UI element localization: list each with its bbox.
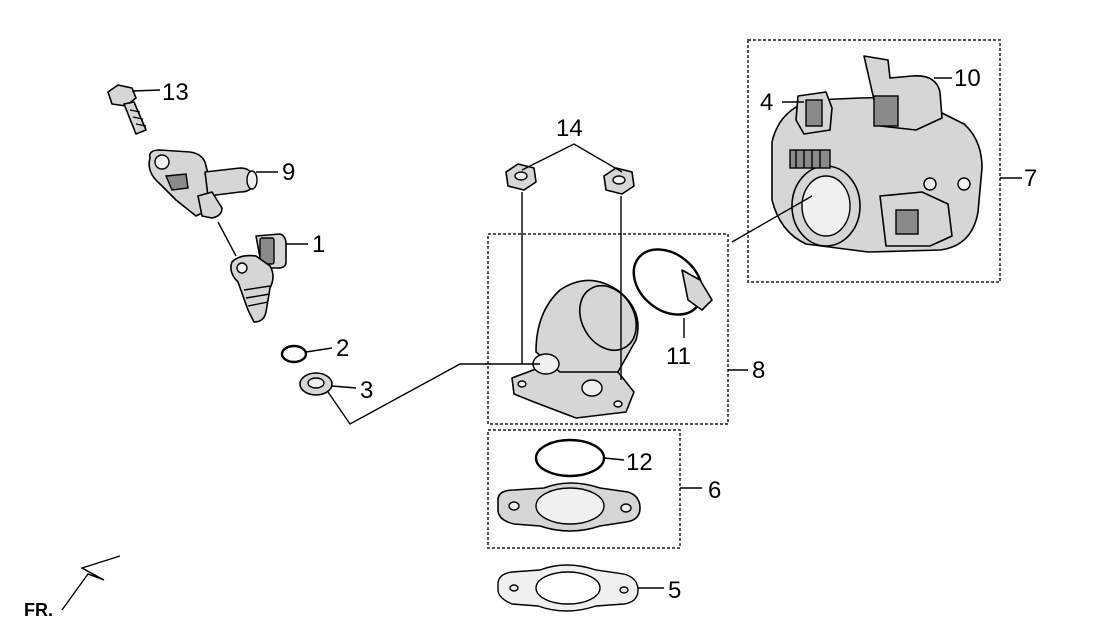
callout-4: 4: [760, 89, 773, 116]
nut-part-14-right: [603, 167, 635, 195]
leader-2: [305, 347, 333, 353]
callout-6: 6: [708, 477, 721, 504]
seal-part-3: [299, 372, 333, 396]
fuel-injector-part-1: [217, 221, 287, 323]
leader-throttle-to-intake: [731, 195, 813, 243]
callout-11: 11: [666, 343, 691, 370]
gasket-part-5: [497, 564, 639, 612]
callout-10: 10: [954, 65, 981, 92]
callout-3: 3: [360, 377, 373, 404]
assembly-box-part-8: [487, 233, 729, 425]
o-ring-part-2: [280, 344, 308, 364]
leader-3-link: [327, 363, 540, 425]
insulator-part-6: [497, 482, 641, 532]
callout-9: 9: [282, 159, 295, 186]
leader-12: [603, 457, 625, 461]
callout-1: 1: [312, 231, 325, 258]
callout-7: 7: [1024, 165, 1037, 192]
assembly-box-part-7: [747, 39, 1001, 283]
leader-lines: [131, 77, 1022, 589]
front-arrow-icon: [61, 555, 121, 611]
throttle-body-part-7: [771, 96, 983, 253]
intake-pipe-part-8: [511, 279, 639, 419]
front-direction-indicator: FR.: [24, 555, 121, 620]
leader-14: [521, 143, 623, 173]
callout-12: 12: [626, 449, 653, 476]
leader-3: [331, 385, 357, 389]
leader-13: [131, 89, 161, 92]
front-label: FR.: [24, 600, 53, 620]
bolt-part-13: [107, 84, 147, 135]
callout-8: 8: [752, 357, 765, 384]
callout-5: 5: [668, 577, 681, 604]
hose-clamp-part-11: [632, 248, 713, 316]
o-ring-part-12: [534, 438, 606, 478]
callout-13: 13: [162, 79, 189, 106]
nut-part-14-left: [505, 163, 537, 191]
connector-part-4: [795, 91, 833, 135]
assembly-box-part-6: [487, 429, 681, 549]
sensor-part-10: [863, 55, 943, 131]
injector-holder-part-9: [148, 149, 258, 219]
callout-14: 14: [556, 115, 583, 142]
callout-2: 2: [336, 335, 349, 362]
